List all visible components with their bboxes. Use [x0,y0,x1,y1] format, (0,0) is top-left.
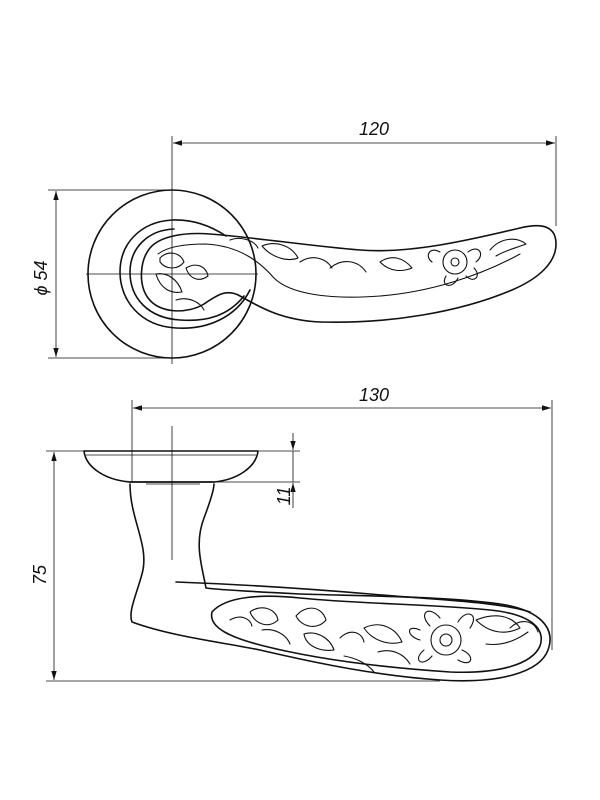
dimension-120-label: 120 [359,119,389,139]
floral-ornament-side [229,607,539,673]
dimension-75-label: 75 [30,564,50,585]
rose-side [83,450,259,483]
rose-inner-ring-2 [129,228,245,322]
dimension-11-label: 11 [274,487,294,506]
lever-outline-side [129,483,551,682]
floral-ornament-top [155,237,527,311]
dimension-120: 120 [171,119,557,226]
side-view [83,426,551,682]
dimension-75: 75 [30,450,440,682]
rose-inner-ring [119,219,251,329]
lever-inner-edge-top [157,243,521,298]
lever-outline-top [140,224,557,324]
dimension-130-label: 130 [359,385,389,405]
dimension-130: 130 [131,385,553,650]
dimension-11: 11 [216,433,300,508]
top-view [86,189,557,364]
dimension-diameter-label: ϕ 54 [31,260,51,295]
lever-upper-edge-side [175,581,531,613]
lever-decor-panel-side [210,595,542,674]
dimension-diameter-54: ϕ 54 [31,189,172,359]
